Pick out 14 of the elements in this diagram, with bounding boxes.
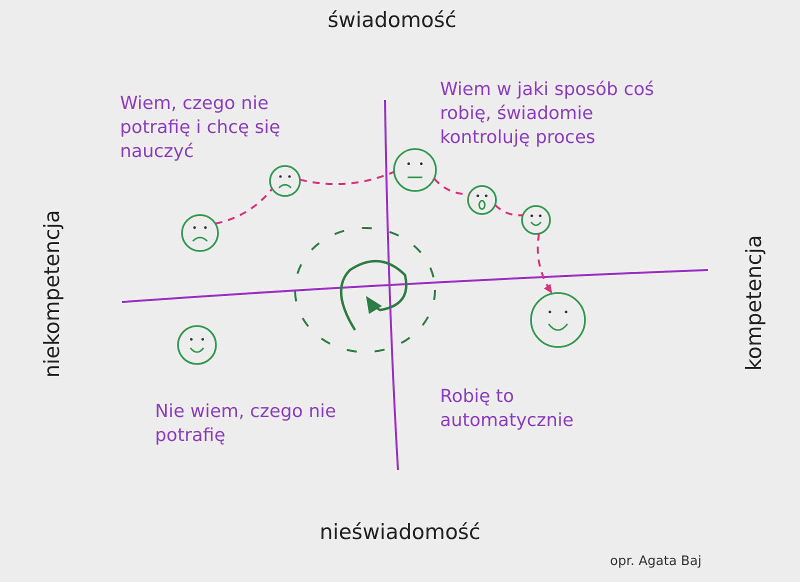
arrow [536,234,554,294]
axis-title: świadomość [326,8,458,32]
quadrant-text: Wiem, czego nie potrafię i chcę się nauczyć [120,92,282,164]
dashed-line [215,188,273,225]
quadrant-text: Nie wiem, czego nie potrafię [155,400,338,448]
quadrant-text: Robię to automatycznie [440,385,575,433]
dashed-line [433,178,470,196]
axis-title: niekompetencja [40,210,64,378]
axis-title: kompetencja [742,235,766,371]
axis-title: nieświadomość [318,520,482,544]
quadrant-text: Wiem w jaki sposób coś robię, świadomie kontroluję proces [440,78,655,150]
author-signature: opr. Agata Baj [610,553,702,571]
dashed-line [494,204,523,216]
dashed-line [300,170,394,186]
